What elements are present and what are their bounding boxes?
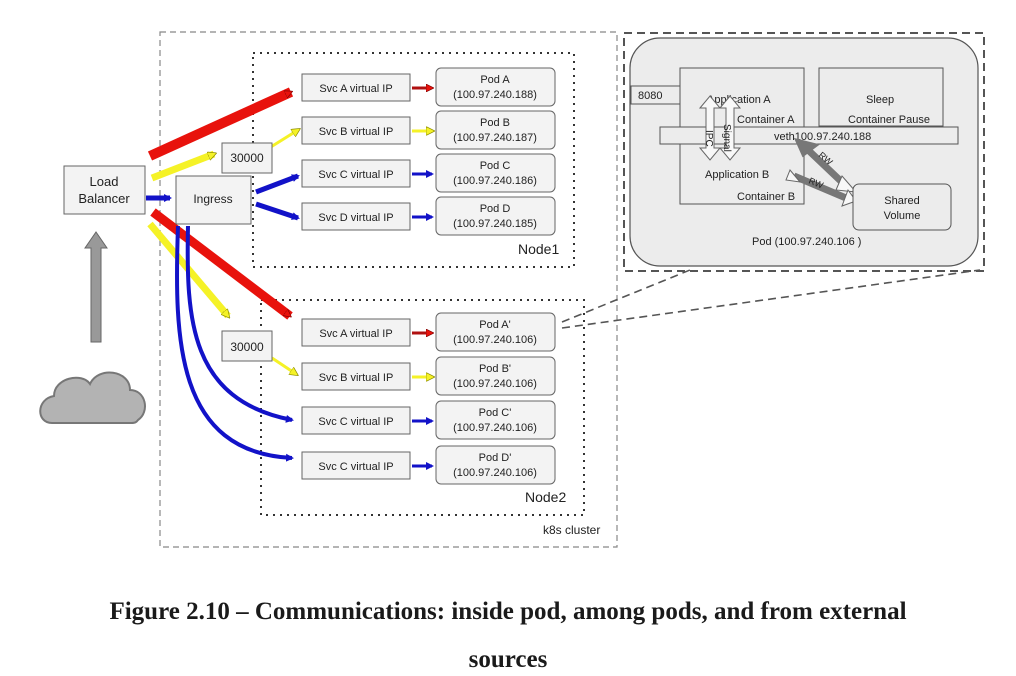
application-b-label: Application B <box>705 169 769 181</box>
figure-caption-line-1: Figure 2.10 – Communications: inside pod… <box>109 598 907 625</box>
node2-pod-d-box <box>435 445 556 485</box>
port-8080-box <box>630 85 681 105</box>
node2-svc-b-box <box>301 362 411 391</box>
node1-pod-b-box <box>435 110 556 150</box>
shared-volume-box <box>852 183 952 231</box>
node2-pod-c-name: Pod C' <box>479 407 512 419</box>
blue-route-arrow-ingress-svc-c <box>255 173 300 195</box>
node2-pod-a-ip: (100.97.240.106) <box>453 334 537 346</box>
node2-svc-a-label: Svc A virtual IP <box>319 328 392 340</box>
node1-pod-a-name: Pod A <box>480 74 510 86</box>
node2-rows: Svc A virtual IP Pod A' (100.97.240.106)… <box>301 312 556 485</box>
cloud-icon <box>39 371 146 424</box>
shared-volume-label-1: Shared <box>884 195 919 207</box>
shared-volume-label-2: Volume <box>884 210 921 222</box>
node1-pod-c-box <box>435 153 556 193</box>
node2-pod-d-ip: (100.97.240.106) <box>453 467 537 479</box>
node2-boundary <box>260 299 585 516</box>
node1-svc-c-label: Svc C virtual IP <box>318 169 393 181</box>
k8s-cluster-label: k8s cluster <box>543 523 600 537</box>
node1-svc-a-box <box>301 73 411 102</box>
nodeport-bottom-box <box>221 330 273 362</box>
nodeport-top-label: 30000 <box>230 151 264 165</box>
rw-arrow-container-a <box>793 137 849 189</box>
container-pause-label: Container Pause <box>848 114 930 126</box>
ingress-box <box>175 175 252 225</box>
yellow-route-arrow-top <box>150 150 214 182</box>
node2-svc-b-label: Svc B virtual IP <box>319 372 394 384</box>
signal-double-arrow <box>718 95 742 161</box>
node1-label: Node1 <box>518 241 559 257</box>
node2-pod-b-box <box>435 356 556 396</box>
node1-pod-b-name: Pod B <box>480 117 510 129</box>
nodeport-bottom-label: 30000 <box>230 340 264 354</box>
red-route-arrow-bottom <box>150 208 293 320</box>
application-a-label: Application A <box>707 94 771 106</box>
nodeport-top-box <box>221 142 273 174</box>
node1-svc-b-label: Svc B virtual IP <box>319 126 394 138</box>
blue-route-curve-node2-svc-d <box>174 225 294 462</box>
node1-pod-b-ip: (100.97.240.187) <box>453 132 537 144</box>
node2-pod-a-box <box>435 312 556 352</box>
veth-label: veth100.97.240.188 <box>774 131 871 143</box>
node1-svc-d-label: Svc D virtual IP <box>318 212 393 224</box>
inbound-arrow-icon <box>84 231 108 343</box>
container-b-label: Container B <box>737 191 795 203</box>
node1-pod-c-name: Pod C <box>480 160 511 172</box>
kubernetes-communication-diagram: k8s cluster Node1 Node2 Load Balancer In… <box>39 31 985 548</box>
red-route-arrow-top <box>147 87 291 161</box>
rw-arrow-container-b-heads <box>785 169 857 207</box>
node2-pod-c-ip: (100.97.240.106) <box>453 422 537 434</box>
node2-svc-c-label: Svc C virtual IP <box>318 416 393 428</box>
node1-pod-d-box <box>435 196 556 236</box>
sleep-label: Sleep <box>866 94 894 106</box>
node2-svc-a-box <box>301 318 411 347</box>
ingress-label: Ingress <box>193 192 232 206</box>
container-a-label: Container A <box>737 114 795 126</box>
rw-arrow-container-a-head <box>835 175 858 193</box>
port-8080-label: 8080 <box>638 90 662 102</box>
node1-pod-d-name: Pod D <box>480 203 511 215</box>
figure-caption-line-2: sources <box>468 646 548 673</box>
pod-ip-label: Pod (100.97.240.106 ) <box>752 236 861 248</box>
blue-route-arrow-ingress-svc-d <box>255 201 300 221</box>
node1-rows: Svc A virtual IP Pod A (100.97.240.188) … <box>301 67 556 236</box>
node1-pod-a-ip: (100.97.240.188) <box>453 89 537 101</box>
load-balancer-box <box>63 165 146 215</box>
rw-arrow-container-b <box>792 172 848 202</box>
node1-pod-c-ip: (100.97.240.186) <box>453 175 537 187</box>
node2-svc-d-label: Svc C virtual IP <box>318 461 393 473</box>
node1-svc-b-box <box>301 116 411 145</box>
node2-svc-c-box <box>301 406 411 435</box>
zoom-connector-line-bottom <box>561 269 981 329</box>
node2-svc-d-box <box>301 451 411 480</box>
k8s-cluster-boundary <box>159 31 618 548</box>
container-pause-box <box>818 67 944 127</box>
node2-pod-c-box <box>435 400 556 440</box>
nodeport-bottom-arrow <box>271 356 296 374</box>
node2-label: Node2 <box>525 489 566 505</box>
node1-svc-c-box <box>301 159 411 188</box>
node1-svc-a-label: Svc A virtual IP <box>319 83 392 95</box>
blue-route-curve-node2-svc-c <box>185 225 294 423</box>
zoom-connector-line-top <box>561 269 691 323</box>
node2-pod-d-name: Pod D' <box>479 452 512 464</box>
node2-pod-a-name: Pod A' <box>479 319 510 331</box>
node1-boundary <box>252 52 575 268</box>
node2-pod-b-ip: (100.97.240.106) <box>453 378 537 390</box>
ipc-label: IPC <box>703 130 714 147</box>
node1-pod-d-ip: (100.97.240.185) <box>453 218 537 230</box>
node2-pod-b-name: Pod B' <box>479 363 511 375</box>
load-balancer-label-2: Balancer <box>78 191 130 206</box>
node1-svc-d-box <box>301 202 411 231</box>
node1-pod-a-box <box>435 67 556 107</box>
load-balancer-label-1: Load <box>90 174 119 189</box>
signal-label: Signal <box>721 124 732 152</box>
